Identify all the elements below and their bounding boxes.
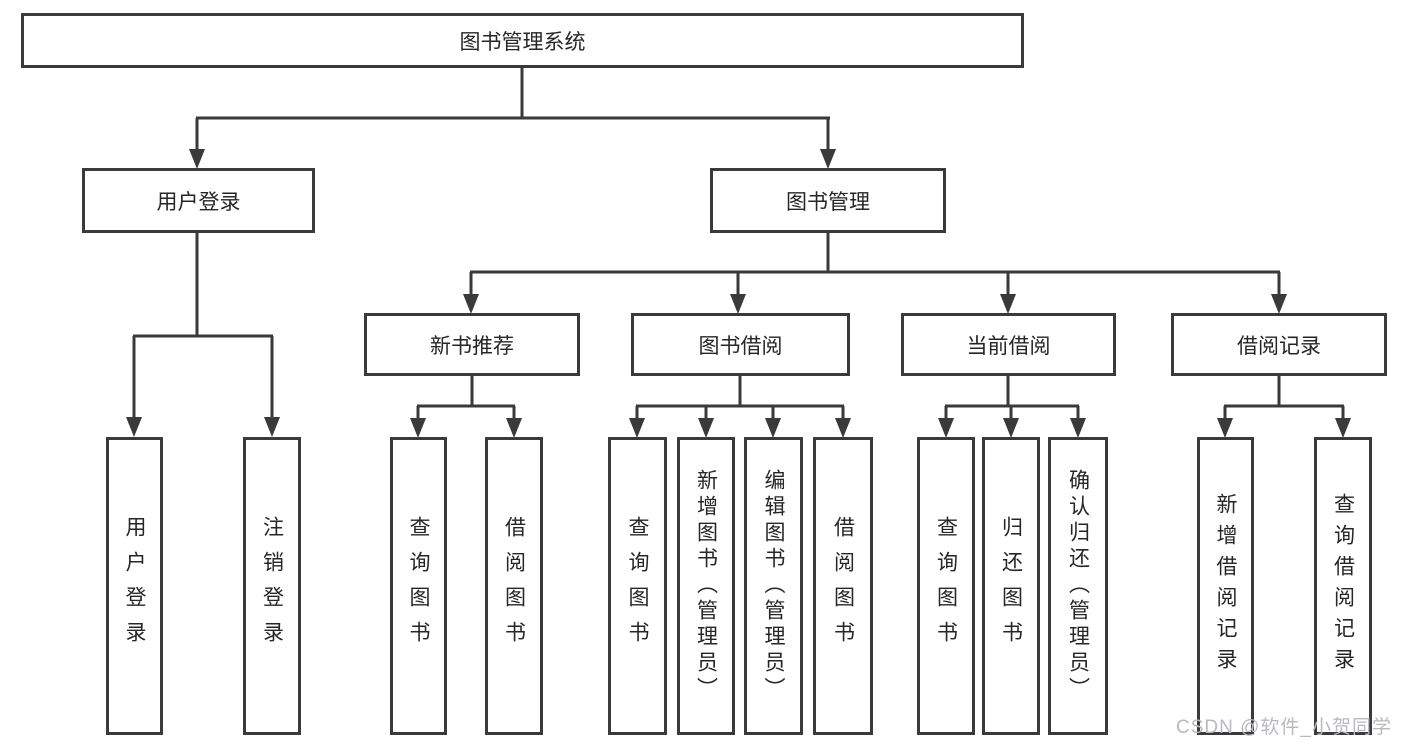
node-library-management-system: 图书管理系统 [21, 13, 1024, 68]
connector-line [1223, 376, 1345, 420]
node-book-borrowing: 图书借阅 [631, 313, 850, 376]
arrow-down-icon [835, 418, 851, 438]
connector-login-branch [126, 233, 280, 437]
leaf-logout: 注销登录 [243, 437, 301, 735]
leaf-add-book-admin: 新增图书（管理员） [677, 437, 735, 735]
arrow-down-icon [938, 418, 954, 438]
connector-records-branch [1217, 376, 1351, 438]
leaf-query-borrow-record: 查询借阅记录 [1314, 437, 1372, 735]
arrow-down-icon [765, 418, 781, 438]
arrow-down-icon [698, 418, 714, 438]
leaf-borrow-books: 借阅图书 [485, 437, 543, 735]
connector-line [635, 376, 845, 420]
leaf-query-books: 查询图书 [390, 437, 447, 735]
node-new-book-recommendation: 新书推荐 [364, 313, 580, 376]
connector-line [944, 376, 1080, 420]
node-current-borrowing: 当前借阅 [901, 313, 1116, 376]
arrow-down-icon [410, 418, 426, 438]
connector-currentborrow-branch [938, 376, 1086, 438]
leaf-borrow-books: 借阅图书 [813, 437, 873, 735]
leaf-add-borrow-record: 新增借阅记录 [1197, 437, 1254, 735]
leaf-query-books: 查询图书 [608, 437, 667, 735]
arrow-down-icon [126, 417, 142, 437]
arrow-down-icon [506, 418, 522, 438]
connector-root-branch [189, 68, 836, 169]
arrow-down-icon [1271, 294, 1287, 314]
connector-line [195, 68, 830, 151]
connector-line [132, 233, 274, 419]
connector-line [416, 376, 516, 420]
node-borrowing-records: 借阅记录 [1171, 313, 1387, 376]
leaf-user-login: 用户登录 [106, 437, 163, 735]
arrow-down-icon [820, 149, 836, 169]
arrow-down-icon [463, 294, 479, 314]
leaf-return-books: 归还图书 [982, 437, 1040, 735]
arrow-down-icon [1000, 294, 1016, 314]
arrow-down-icon [1003, 418, 1019, 438]
connector-bookborrow-branch [629, 376, 851, 438]
leaf-confirm-return-admin: 确认归还（管理员） [1048, 437, 1108, 735]
arrow-down-icon [1070, 418, 1086, 438]
arrow-down-icon [1217, 418, 1233, 438]
arrow-down-icon [629, 418, 645, 438]
arrow-down-icon [730, 294, 746, 314]
arrow-down-icon [264, 417, 280, 437]
arrow-down-icon [189, 149, 205, 169]
watermark: CSDN @软件_小贺同学 [1176, 717, 1392, 738]
leaf-query-books: 查询图书 [917, 437, 975, 735]
connector-line [469, 233, 1281, 296]
arrow-down-icon [1335, 418, 1351, 438]
node-book-management: 图书管理 [710, 168, 946, 233]
connector-management-branch [463, 233, 1287, 314]
leaf-edit-book-admin: 编辑图书（管理员） [744, 437, 803, 735]
node-user-login: 用户登录 [82, 168, 315, 233]
connector-newbook-branch [410, 376, 522, 438]
